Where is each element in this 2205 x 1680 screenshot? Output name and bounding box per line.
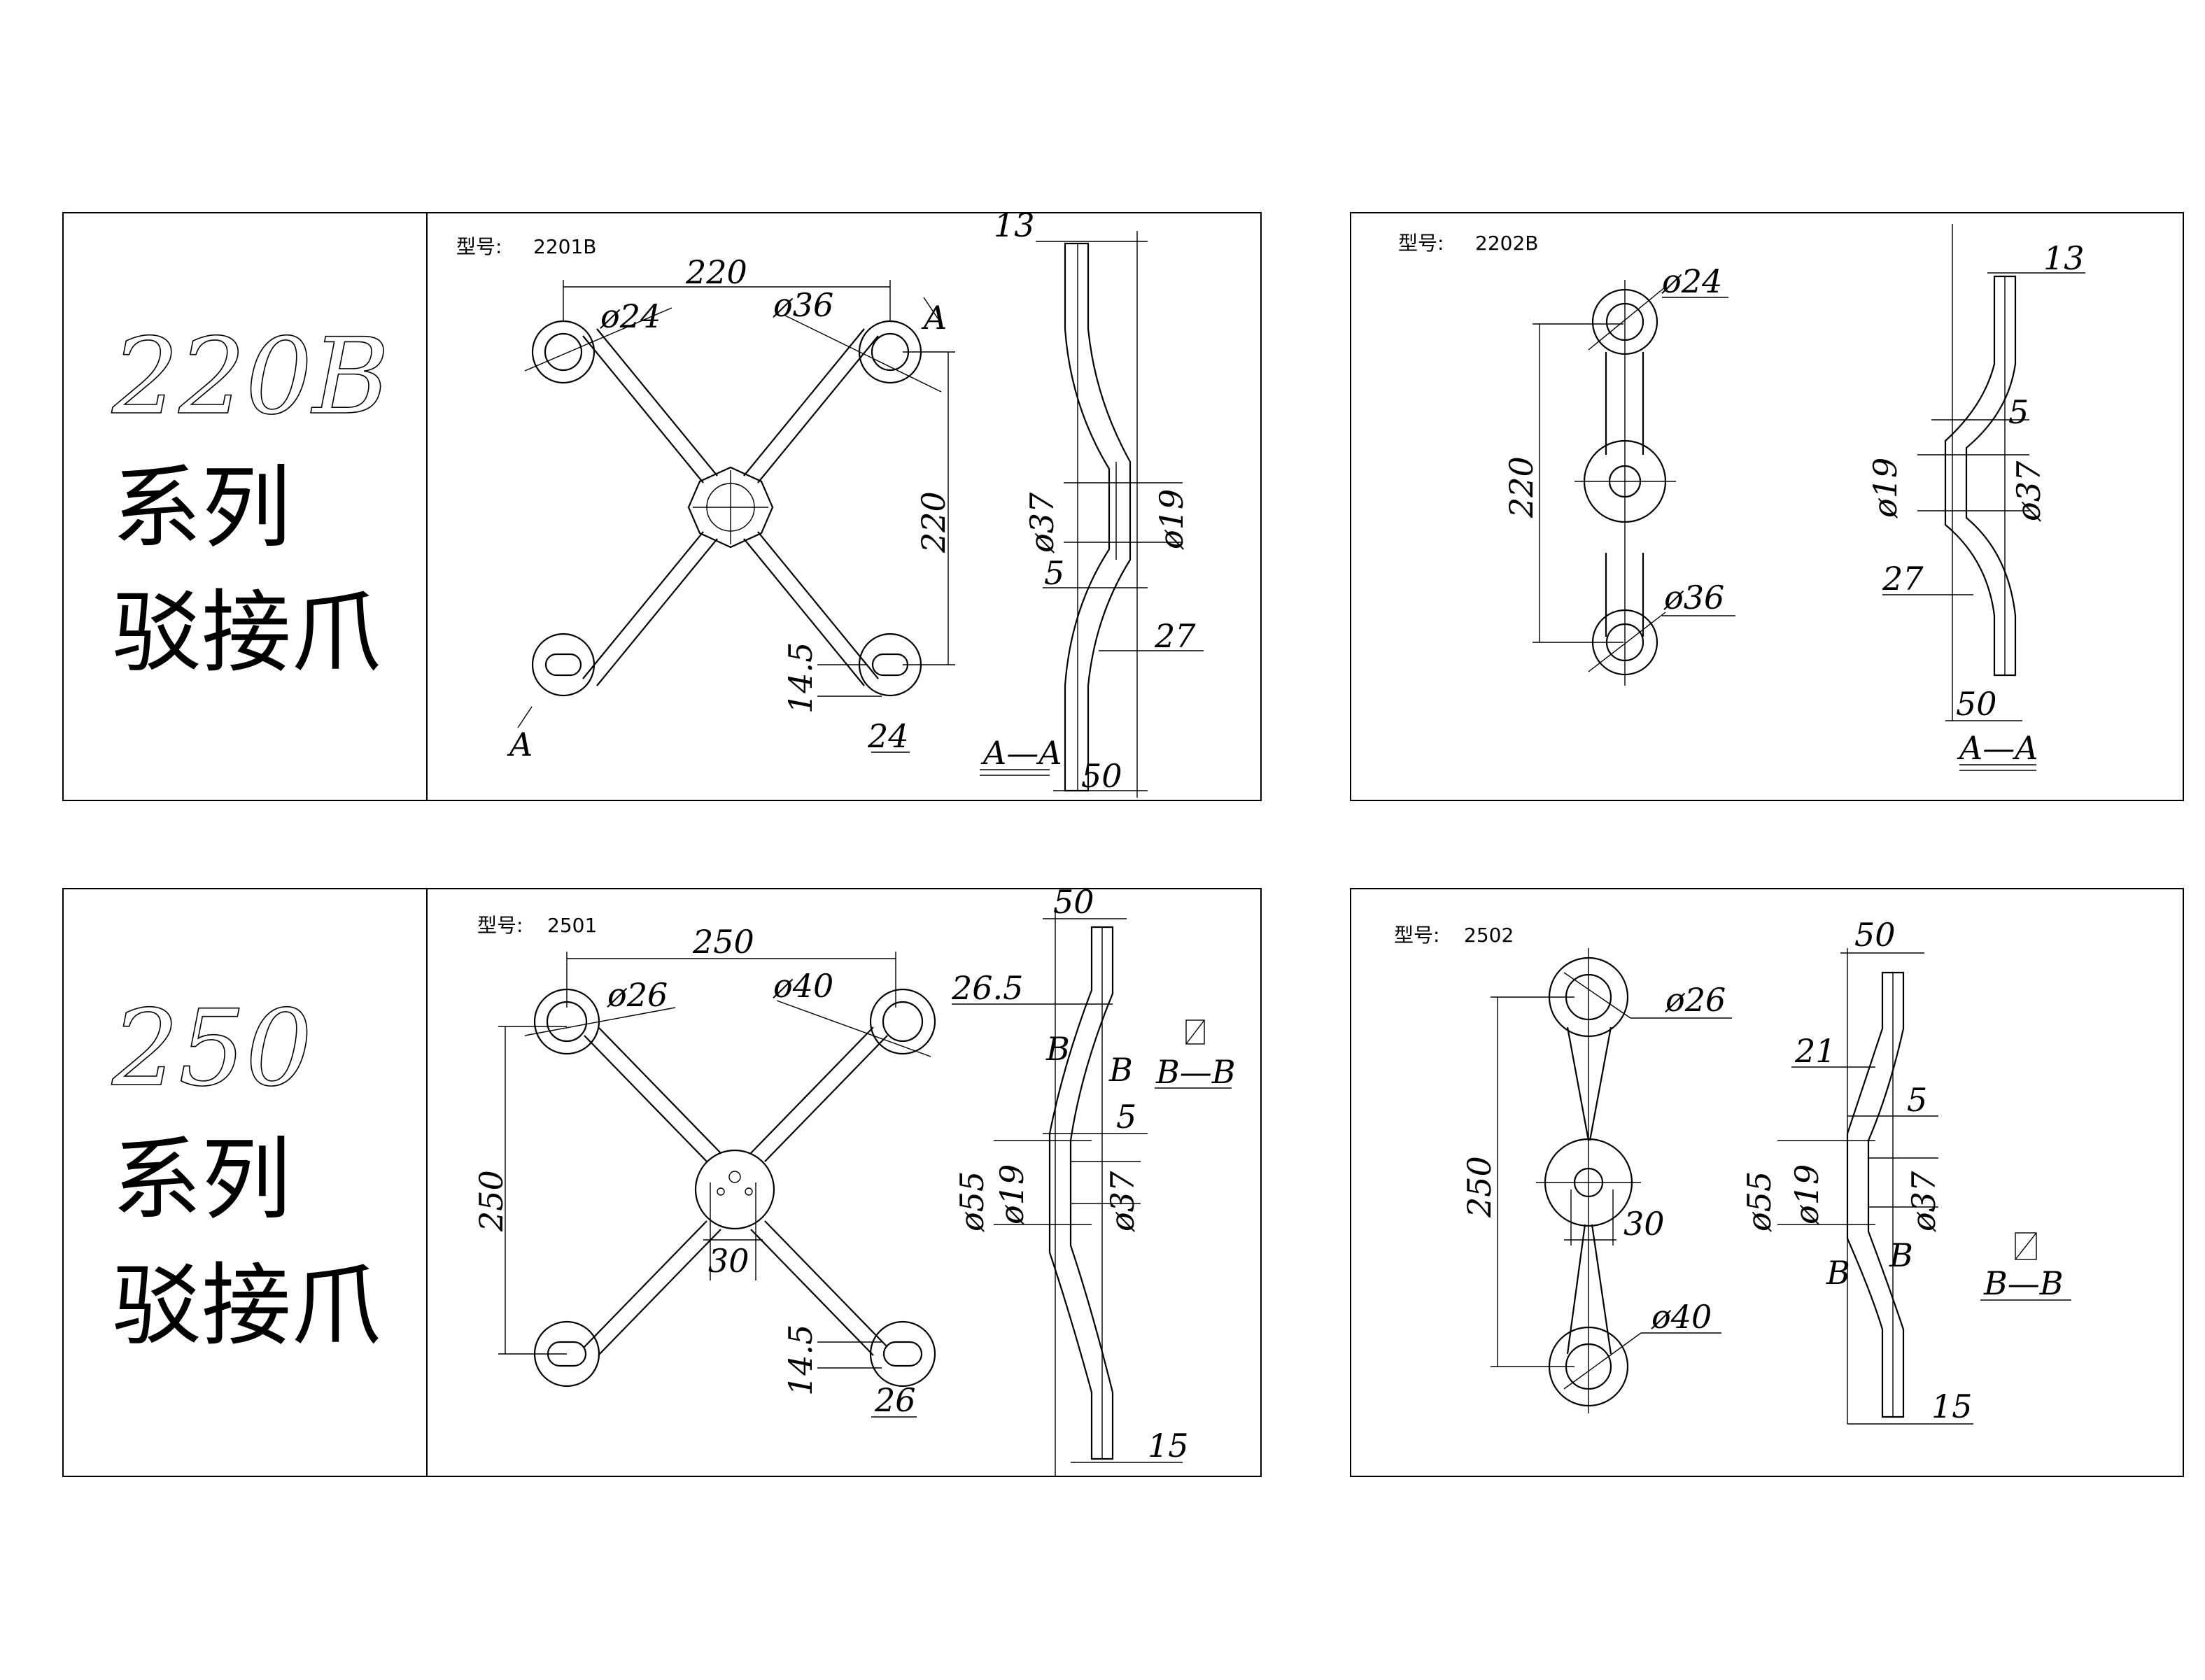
- dim-2502-bolt-spacing: 30: [1623, 1205, 1665, 1243]
- section-mark-2502-right: B: [1889, 1236, 1913, 1274]
- dim-2502-hole-large: ø40: [1651, 1298, 1712, 1336]
- dim-2501-vertical-span: 250: [472, 1170, 510, 1232]
- dim-2501-offset: 26.5: [951, 969, 1023, 1007]
- series-250-title-line2: 驳接爪: [112, 1254, 381, 1358]
- dim-2201b-slot-width: 24: [867, 717, 909, 755]
- dim-2501-slot-height: 14.5: [782, 1325, 819, 1396]
- dimension-lines-2202b: [1533, 286, 1735, 672]
- dim-2502-boss-dia: ø37: [1905, 1171, 1943, 1232]
- series-250-title-panel: 250 系列 驳接爪: [62, 888, 428, 1477]
- section-mark-2501-right: B: [1108, 1051, 1133, 1089]
- panel-2501-model-code: 2501: [547, 914, 597, 937]
- dim-2201b-hole-small: ø24: [600, 297, 661, 335]
- dim-2201b-thickness: 13: [994, 206, 1035, 244]
- section-a-a-2202b: [1882, 224, 2085, 771]
- dim-2201b-hole-large: ø36: [773, 286, 833, 324]
- dim-2501-hole-large: ø40: [773, 967, 833, 1005]
- series-220-title-line1: 系列: [112, 456, 291, 560]
- panel-2502-frame: [1350, 888, 2184, 1477]
- dim-2501-step: 5: [1116, 1098, 1136, 1136]
- section-mark-2501-left: B: [1045, 1030, 1070, 1068]
- spider-4-arm-250-top-view: [533, 988, 936, 1388]
- panel-2201b-model-code: 2201B: [533, 235, 596, 258]
- panel-2501-frame: [426, 888, 1262, 1477]
- section-label-2201b: A—A: [980, 734, 1062, 772]
- series-220-title-panel: 220B 系列 驳接爪: [62, 212, 428, 801]
- section-b-b-2501: [952, 910, 1232, 1476]
- dim-2202b-boss-dia: ø37: [2010, 460, 2048, 522]
- series-220-number: 220B: [111, 316, 390, 438]
- dim-2201b-depth: 50: [1081, 757, 1122, 795]
- dim-2201b-span: 220: [685, 253, 747, 291]
- series-250-title-line1: 系列: [112, 1128, 291, 1232]
- dim-2202b-bore-dia: ø19: [1866, 458, 1904, 518]
- dim-2501-thickness: 15: [1148, 1427, 1189, 1464]
- dim-2201b-bore-dia: ø19: [1153, 489, 1190, 550]
- dim-2201b-vertical-span: 220: [915, 491, 952, 553]
- dim-2502-thickness: 15: [1931, 1388, 1973, 1425]
- dim-2501-bolt-spacing: 30: [708, 1242, 749, 1280]
- dimension-lines-2502: [1491, 972, 1732, 1390]
- panel-2502-model-label: 型号:: [1394, 924, 1439, 947]
- section-label-2501: B—B: [1155, 1053, 1236, 1091]
- series-220-title-line2: 驳接爪: [112, 581, 381, 685]
- dim-2201b-offset: 27: [1154, 617, 1196, 655]
- dim-2201b-slot-height: 14.5: [782, 642, 819, 714]
- dim-2202b-offset: 27: [1882, 560, 1924, 598]
- panel-2202b-model-code: 2202B: [1475, 232, 1538, 255]
- panel-2201b-frame: [426, 212, 1262, 801]
- dim-2502-bore-dia: ø19: [1788, 1164, 1826, 1225]
- spider-4-arm-top-view: [531, 320, 922, 697]
- dim-2501-boss-outer-dia: ø55: [953, 1171, 991, 1232]
- dim-2501-hole-small: ø26: [607, 976, 668, 1014]
- dim-2202b-step: 5: [2008, 393, 2029, 431]
- panel-2202b-model-label: 型号:: [1398, 232, 1444, 255]
- panel-2202b: 型号: 2202B: [1350, 212, 2184, 801]
- panel-2501: 型号: 2501: [426, 883, 1262, 1477]
- section-label-2502: B—B: [1983, 1264, 2064, 1302]
- dim-2501-boss-dia: ø37: [1104, 1171, 1141, 1232]
- section-mark-2201b-lower: A: [507, 726, 533, 763]
- dim-2202b-thickness: 13: [2043, 239, 2085, 277]
- dim-2502-depth: 50: [1854, 916, 1896, 954]
- dim-2202b-hole-small: ø24: [1661, 262, 1722, 300]
- dim-2201b-step: 5: [1044, 554, 1064, 592]
- section-mark-2201b-upper: A: [921, 299, 947, 337]
- dimension-lines-2201b: [517, 280, 955, 753]
- spider-2-arm-250-top-view: [1536, 948, 1641, 1413]
- dim-2502-hole-small: ø26: [1665, 981, 1726, 1019]
- dim-2501-bore-dia: ø19: [993, 1164, 1031, 1225]
- panel-2202b-frame: [1350, 212, 2184, 801]
- dim-2502-boss-outer-dia: ø55: [1740, 1171, 1778, 1232]
- spider-2-arm-top-view: [1575, 280, 1676, 686]
- section-label-2202b: A—A: [1957, 729, 2038, 767]
- section-mark-2502-left: B: [1826, 1254, 1850, 1292]
- panel-2502-model-code: 2502: [1464, 924, 1514, 947]
- panel-2501-model-label: 型号:: [477, 914, 523, 937]
- section-a-a-2201b: [980, 231, 1204, 798]
- dimension-lines-2501: [498, 952, 931, 1418]
- dim-2502-offset: 21: [1794, 1032, 1836, 1070]
- dim-2202b-span: 220: [1502, 456, 1540, 518]
- panel-2502: 型号: 2502: [1350, 888, 2184, 1477]
- dim-2202b-depth: 50: [1956, 685, 1997, 723]
- panel-2201b: 型号: 2201B: [426, 206, 1262, 801]
- dim-2501-depth: 50: [1053, 883, 1094, 921]
- dim-2502-step: 5: [1907, 1081, 1927, 1119]
- panel-2201b-model-label: 型号:: [456, 235, 502, 258]
- series-250-number: 250: [111, 988, 312, 1110]
- dim-2501-span: 250: [692, 923, 754, 961]
- section-b-b-2502: [1777, 948, 2071, 1425]
- dim-2501-slot-width: 26: [874, 1381, 916, 1419]
- dim-2202b-hole-large: ø36: [1663, 579, 1724, 616]
- dim-2201b-boss-dia: ø37: [1023, 492, 1061, 553]
- dim-2502-span: 250: [1460, 1156, 1498, 1218]
